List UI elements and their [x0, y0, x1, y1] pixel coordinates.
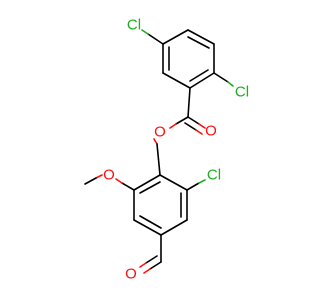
oxygen-atom-label: O [125, 266, 137, 283]
bond [84, 177, 97, 185]
bond [169, 123, 177, 129]
dichlorophenyl-ring [162, 29, 215, 89]
bond [198, 123, 206, 129]
bond [145, 255, 158, 264]
bond [189, 72, 215, 89]
bond [227, 81, 234, 87]
bond [159, 174, 188, 191]
bond [156, 143, 161, 176]
bond [213, 72, 229, 83]
bond [162, 29, 189, 45]
bond [186, 182, 200, 191]
oxygen-atom-label: O [205, 123, 217, 140]
bond [141, 29, 149, 35]
bond [95, 174, 103, 179]
bond [187, 36, 210, 49]
bond [187, 87, 191, 118]
lower-ring [133, 174, 188, 236]
bond [189, 69, 209, 82]
bond [153, 138, 158, 145]
bond [187, 116, 200, 125]
bond [184, 122, 197, 131]
bond [139, 215, 162, 229]
bond [198, 179, 206, 184]
chlorine-atom-label: Cl [207, 167, 221, 184]
structure-canvas: Cl Cl O O O Cl O [84, 17, 249, 283]
bond [187, 29, 215, 45]
bond [147, 33, 164, 45]
bond [121, 182, 135, 191]
oxygen-atom-label: O [154, 124, 166, 141]
bond [139, 181, 161, 194]
bond [139, 262, 147, 268]
bond [149, 261, 162, 270]
bond [175, 116, 189, 125]
molecule-structure: Cl Cl O O O Cl O [84, 17, 249, 283]
bond [162, 72, 191, 89]
bond [143, 268, 151, 274]
oxygen-atom-label: O [103, 167, 115, 184]
chlorine-atom-label: Cl [235, 84, 249, 101]
bond [160, 219, 188, 236]
bond [115, 178, 123, 184]
bond [133, 219, 162, 236]
chlorine-atom-label: Cl [127, 17, 141, 34]
bond [133, 174, 161, 191]
bond [195, 129, 203, 135]
